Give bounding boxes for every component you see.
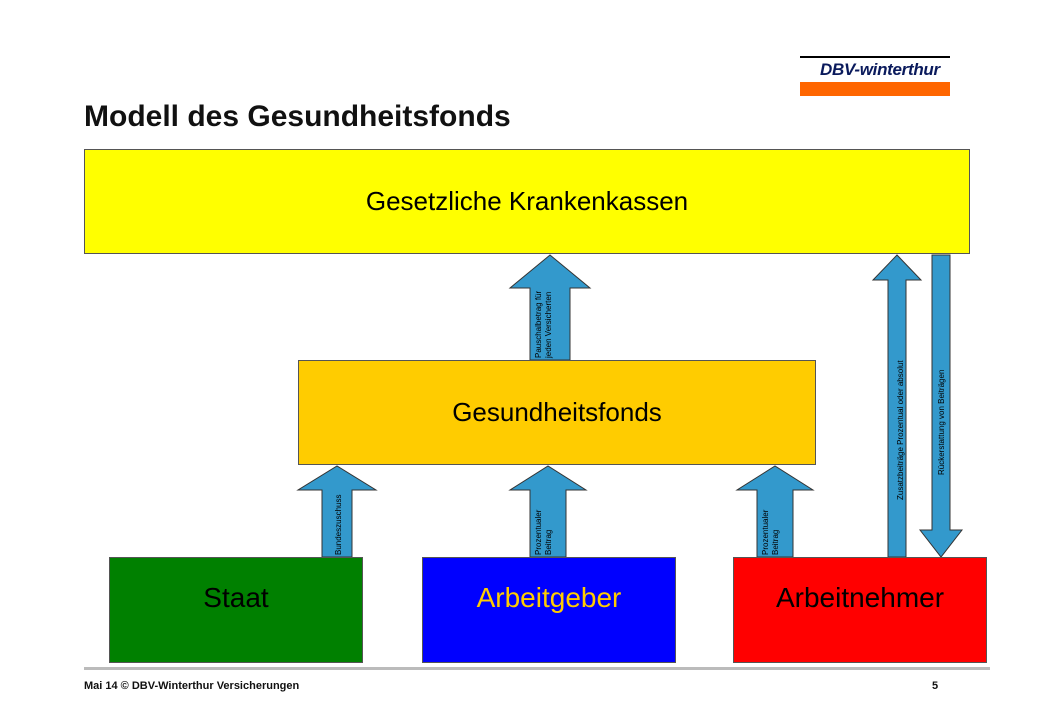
label-arbeitnehmer-beitrag-1: Prozentualer bbox=[761, 509, 770, 555]
label-arbeitnehmer-beitrag-2: Beitrag bbox=[771, 530, 780, 555]
slide-title: Modell des Gesundheitsfonds bbox=[84, 100, 511, 133]
box-staat: Staat bbox=[109, 557, 363, 663]
logo-rule bbox=[800, 56, 950, 58]
logo-accent-bar bbox=[800, 82, 950, 96]
box-gesundheitsfonds: Gesundheitsfonds bbox=[298, 360, 816, 465]
arrow-arbeitgeber-beitrag bbox=[508, 465, 588, 558]
box-krankenkassen: Gesetzliche Krankenkassen bbox=[84, 149, 970, 254]
label-zusatzbeitraege: Zusatzbeiträge Prozentual oder absolut bbox=[896, 360, 905, 500]
arrow-pauschalbetrag bbox=[508, 254, 592, 361]
label-bundeszuschuss: Bundeszuschuss bbox=[334, 495, 343, 555]
label-pauschalbetrag-2: jeden Versicherten bbox=[544, 292, 553, 359]
box-arbeitgeber: Arbeitgeber bbox=[422, 557, 676, 663]
label-arbeitgeber-beitrag-1: Prozentualer bbox=[534, 509, 543, 555]
arrow-zusatzbeitraege bbox=[871, 254, 923, 558]
arrow-bundeszuschuss bbox=[296, 465, 378, 558]
company-logo-text: DBV-winterthur bbox=[820, 60, 940, 79]
page-number: 5 bbox=[932, 680, 939, 692]
label-rueckerstattung: Rückerstattung von Beiträgen bbox=[937, 370, 946, 475]
label-arbeitgeber-beitrag-2: Beitrag bbox=[544, 530, 553, 555]
box-arbeitnehmer: Arbeitnehmer bbox=[733, 557, 987, 663]
label-pauschalbetrag-1: Pauschalbetrag für bbox=[534, 291, 543, 358]
arrow-rueckerstattung bbox=[918, 254, 964, 558]
footer-copyright: Mai 14 © DBV-Winterthur Versicherungen bbox=[84, 680, 300, 692]
footer-rule bbox=[84, 667, 990, 670]
arrow-arbeitnehmer-beitrag bbox=[735, 465, 815, 558]
